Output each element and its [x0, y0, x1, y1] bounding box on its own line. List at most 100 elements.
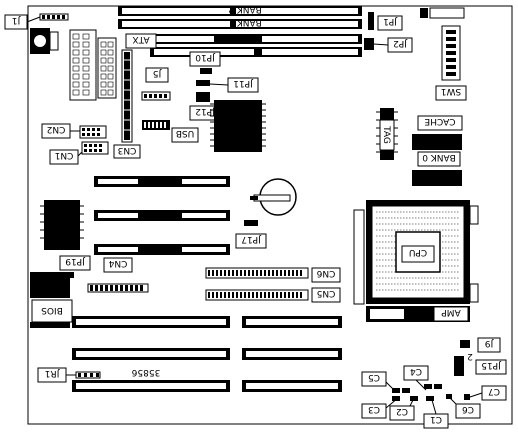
pc1-slot — [94, 176, 230, 187]
c2-label-box — [389, 405, 415, 421]
atx-power-connector — [97, 37, 117, 99]
cache-group: CACHE BANK 0 — [412, 115, 463, 186]
cn3-header: CN3 — [113, 49, 141, 159]
cn1-group: CN1 — [49, 141, 109, 165]
cpu-socket: CPU — [353, 200, 479, 305]
j9-group: J9 — [460, 337, 501, 353]
io-chip — [40, 200, 84, 250]
c2-label: C2 — [396, 406, 408, 416]
capacitors-group: C5 C4 C3 C2 C1 C6 — [361, 365, 481, 429]
cn5-label: CN5 — [317, 288, 336, 298]
bios-label: BIOS — [41, 305, 63, 315]
j9-label-box — [477, 337, 501, 353]
jp1-label: JP1 — [383, 16, 398, 26]
j1-pins — [42, 15, 65, 19]
jp17-label: JP17 — [241, 234, 262, 244]
c7-group: C7 — [464, 385, 507, 401]
jp19-label-box — [59, 255, 91, 271]
j5-label: J5 — [153, 68, 162, 78]
jp17-group: JP17 — [235, 220, 267, 249]
c1-label: C1 — [430, 414, 442, 424]
tag-chip: TAG — [376, 108, 398, 160]
jp10-label: JP10 — [195, 52, 216, 62]
cache-label: CACHE — [424, 116, 455, 126]
jp17-label-box — [235, 233, 267, 249]
cn2-label: CN2 — [47, 124, 66, 134]
jr1-group: JR1 — [37, 367, 101, 383]
jp15-label: JP15 — [481, 360, 502, 370]
cn3-label-box — [113, 144, 141, 159]
pc2-slot — [94, 210, 230, 221]
top-right-connector — [420, 7, 465, 19]
j1-label: J1 — [12, 15, 21, 25]
bank1-label: BANK 1 — [228, 17, 262, 27]
pc2-label: PC2 — [151, 209, 168, 219]
cn5-group: CN5 — [205, 287, 341, 303]
cn4-label: CN4 — [108, 258, 127, 268]
cn6-label: CN6 — [316, 268, 335, 278]
sw1-dip-switch: SW1 — [435, 25, 467, 101]
pc3-label: PC3 — [151, 243, 168, 253]
bank0-mem-label: BANK 0 — [223, 33, 257, 43]
j1-group: J1 — [4, 13, 69, 30]
atx-label-box — [125, 33, 157, 49]
board-number: 35856 — [131, 367, 160, 377]
c5-label-box — [361, 371, 387, 387]
jp10-group: JP10 — [189, 51, 221, 74]
j1-leader — [26, 16, 41, 23]
c4-label: C4 — [410, 366, 422, 376]
cn3-label: CN3 — [118, 145, 137, 155]
sw1-label-box — [435, 85, 467, 101]
cn1-label: CN1 — [55, 150, 74, 160]
cpu-label: CPU — [409, 247, 427, 257]
cn6-label-box — [311, 267, 341, 283]
pc1-label: PC1 — [151, 175, 168, 185]
j9-label: J9 — [485, 338, 495, 348]
jp1-label-box — [377, 15, 403, 31]
bios-chip: BIOS — [30, 272, 73, 328]
isa-slots — [72, 316, 342, 392]
jp10-label-box — [189, 51, 221, 67]
c5-label: C5 — [368, 372, 380, 382]
c6-label: C6 — [462, 404, 474, 414]
j5-group: J5 — [141, 67, 171, 101]
battery — [250, 178, 297, 216]
cpu-label-box — [401, 245, 435, 263]
pci-slots: PC1 PC2 PC3 — [94, 175, 230, 255]
bank2-label: BANK 2 — [228, 4, 262, 14]
sw1-label: SW1 — [441, 86, 461, 96]
keyboard-connector — [30, 28, 59, 54]
jp15-group: 2 JP15 — [454, 351, 507, 376]
cn6-group: CN6 — [205, 267, 341, 283]
cache-bank0-label: BANK 0 — [422, 152, 456, 162]
chipset-chip — [210, 100, 266, 152]
cn1-label-box — [49, 149, 79, 165]
jp12-label: JP12 — [195, 106, 216, 116]
tag-label: TAG — [381, 125, 391, 144]
cache-bank0-label-box — [417, 151, 461, 167]
amp-label: AMP — [441, 307, 461, 317]
amp-lever: AMP — [366, 306, 470, 322]
jp15-pin-label: 2 — [467, 351, 473, 361]
jp2-group: JP2 — [364, 37, 413, 53]
left-connector-block — [69, 29, 97, 101]
c3-label: C3 — [368, 404, 380, 414]
jp15-label-box — [475, 359, 507, 375]
jr1-label: JR1 — [45, 368, 61, 378]
pc3-slot — [94, 244, 230, 255]
usb-label: USB — [176, 128, 194, 138]
jp11-label: JP11 — [233, 78, 254, 88]
c3-label-box — [361, 403, 387, 419]
jp11-group: JP11 — [196, 77, 259, 93]
atx-label: ATX — [132, 34, 149, 44]
usb-group: USB — [142, 120, 199, 143]
amp-label-box — [433, 306, 469, 322]
atx-label-group: ATX — [125, 33, 157, 49]
cn4-label-box — [103, 257, 133, 273]
jp1-group: JP1 — [368, 12, 403, 31]
tag-label-box — [379, 119, 395, 151]
usb-label-box — [171, 127, 199, 143]
j5-label-box — [145, 67, 169, 83]
c7-label: C7 — [488, 386, 500, 396]
